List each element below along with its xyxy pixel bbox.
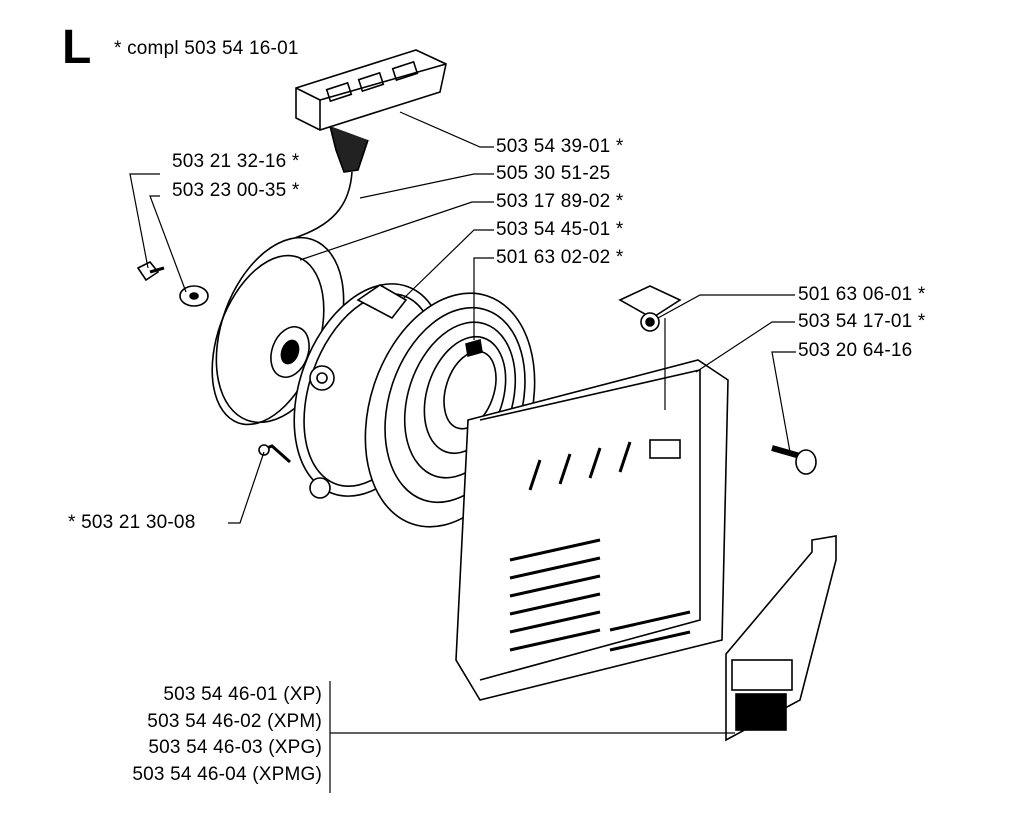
bolt-part: [771, 445, 817, 475]
callout-small-screw: * 503 21 30-08: [68, 512, 196, 533]
decal-xpmg: 503 54 46-04 (XPMG): [132, 764, 322, 785]
starter-housing-part: [455, 359, 729, 701]
callout-bolt: 503 20 64-16: [798, 340, 913, 361]
compl-part-number: * compl 503 54 16-01: [114, 38, 299, 59]
decal-xpm: 503 54 46-02 (XPM): [147, 711, 322, 732]
leader-lines: [129, 111, 796, 793]
callout-pin: 501 63 02-02 *: [496, 247, 624, 268]
callout-handle: 503 54 39-01 *: [496, 136, 624, 157]
starter-handle-part: [295, 49, 447, 173]
callout-spring-cassette: 503 54 45-01 *: [496, 219, 624, 240]
small-screw-part: [258, 444, 291, 464]
callout-cord-guide: 501 63 06-01 *: [798, 284, 926, 305]
pin-part: [465, 338, 483, 358]
callout-cord: 505 30 51-25: [496, 163, 611, 184]
decal-xp: 503 54 46-01 (XP): [163, 684, 322, 705]
callout-screw-left: 503 21 32-16 *: [172, 151, 300, 172]
decal-sheet-part: [725, 535, 837, 742]
washer-part: [179, 285, 209, 307]
cord-guide-part: [618, 285, 682, 332]
left-screw-part: [136, 260, 165, 282]
callout-washer: 503 23 00-35 *: [172, 180, 300, 201]
decal-xpg: 503 54 46-03 (XPG): [148, 737, 322, 758]
callout-housing: 503 54 17-01 *: [798, 311, 926, 332]
section-letter: L: [62, 21, 92, 74]
callout-pulley: 503 17 89-02 *: [496, 191, 624, 212]
